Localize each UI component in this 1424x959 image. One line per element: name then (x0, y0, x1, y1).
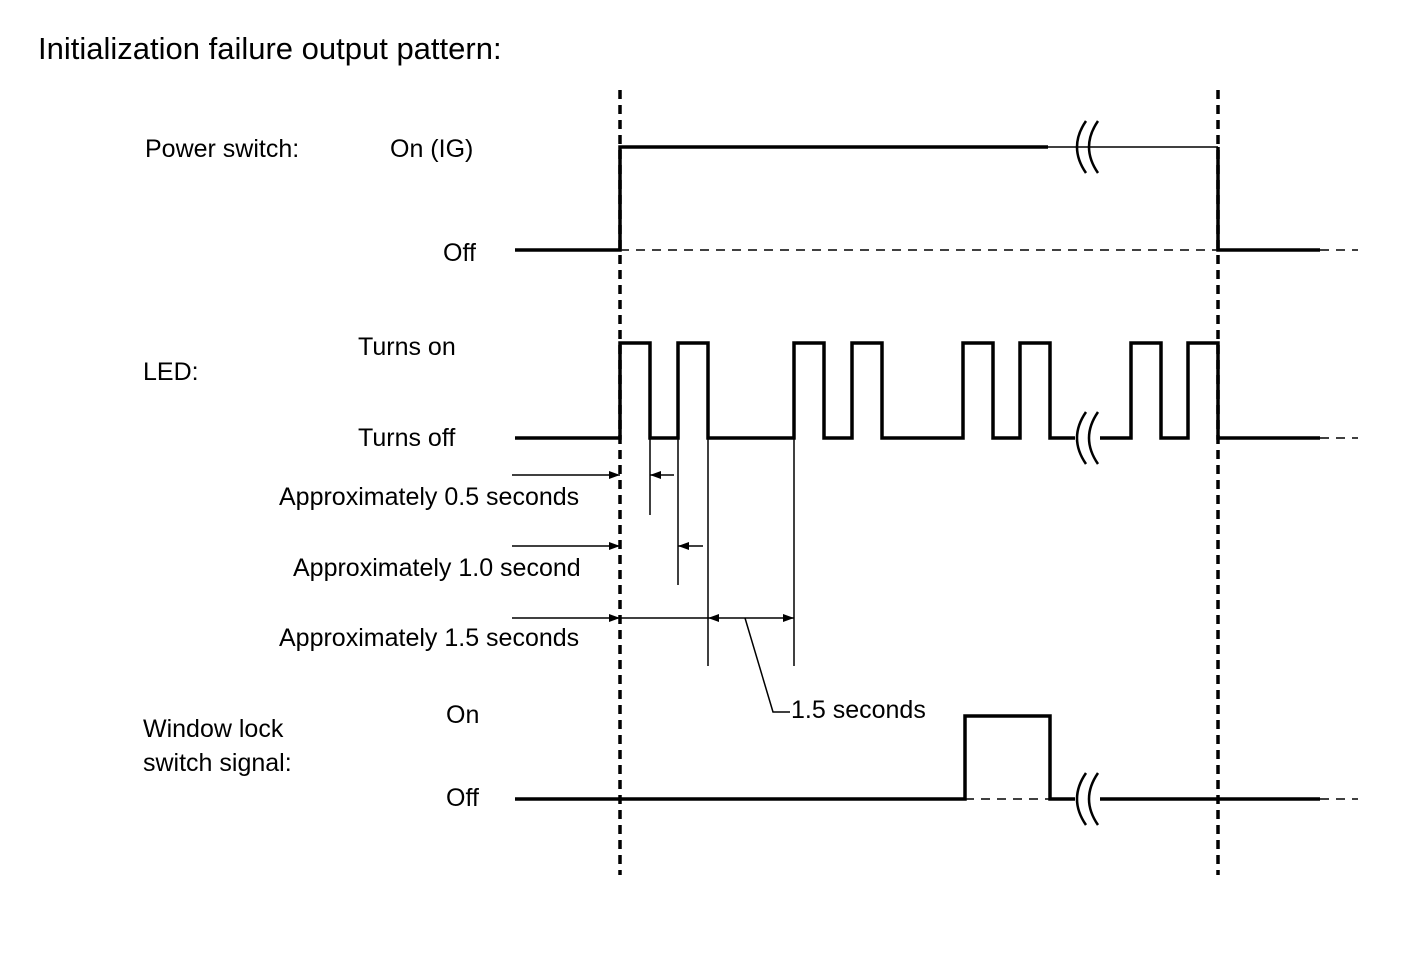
led-waveform-b (1100, 341, 1320, 440)
led-label: LED: (143, 358, 199, 386)
led-off-label: Turns off (358, 424, 455, 452)
window-lock-waveform-a (515, 714, 1075, 801)
led-on-label: Turns on (358, 333, 456, 361)
timing-label-1-5: Approximately 1.5 seconds (279, 624, 579, 652)
led-waveform-a (515, 341, 1075, 440)
power-switch-signal: Power switch: On (IG) Off (145, 120, 1358, 267)
power-switch-waveform-c (1216, 147, 1320, 252)
arrow-right-icon (609, 614, 620, 622)
window-lock-label-line1: Window lock (143, 715, 284, 743)
window-lock-off-label: Off (446, 784, 479, 812)
diagram-title: Initialization failure output pattern: (38, 31, 502, 66)
timing-label-gap: 1.5 seconds (791, 696, 926, 724)
led-signal: LED: Turns on Turns off (143, 333, 1358, 465)
break-symbol-icon (1075, 120, 1100, 174)
power-switch-waveform-a (515, 145, 1048, 252)
power-switch-off-label: Off (443, 239, 476, 267)
arrow-left-icon (708, 614, 719, 622)
arrow-right-icon (609, 542, 620, 550)
arrow-left-icon (650, 471, 661, 479)
power-switch-label: Power switch: (145, 135, 299, 163)
window-lock-on-label: On (446, 701, 479, 729)
arrow-right-icon (609, 471, 620, 479)
window-lock-signal: Window lock switch signal: On Off (143, 701, 1358, 826)
arrow-left-icon (678, 542, 689, 550)
break-symbol-icon (1075, 411, 1100, 465)
leader-line (744, 617, 790, 713)
arrow-right-icon (783, 614, 794, 622)
timing-annotations: Approximately 0.5 seconds Approximately … (279, 438, 926, 724)
timing-label-0-5: Approximately 0.5 seconds (279, 483, 579, 511)
break-symbol-icon (1075, 772, 1100, 826)
power-switch-on-label: On (IG) (390, 135, 473, 163)
window-lock-label-line2: switch signal: (143, 749, 292, 777)
timing-label-1-0: Approximately 1.0 second (293, 554, 581, 582)
